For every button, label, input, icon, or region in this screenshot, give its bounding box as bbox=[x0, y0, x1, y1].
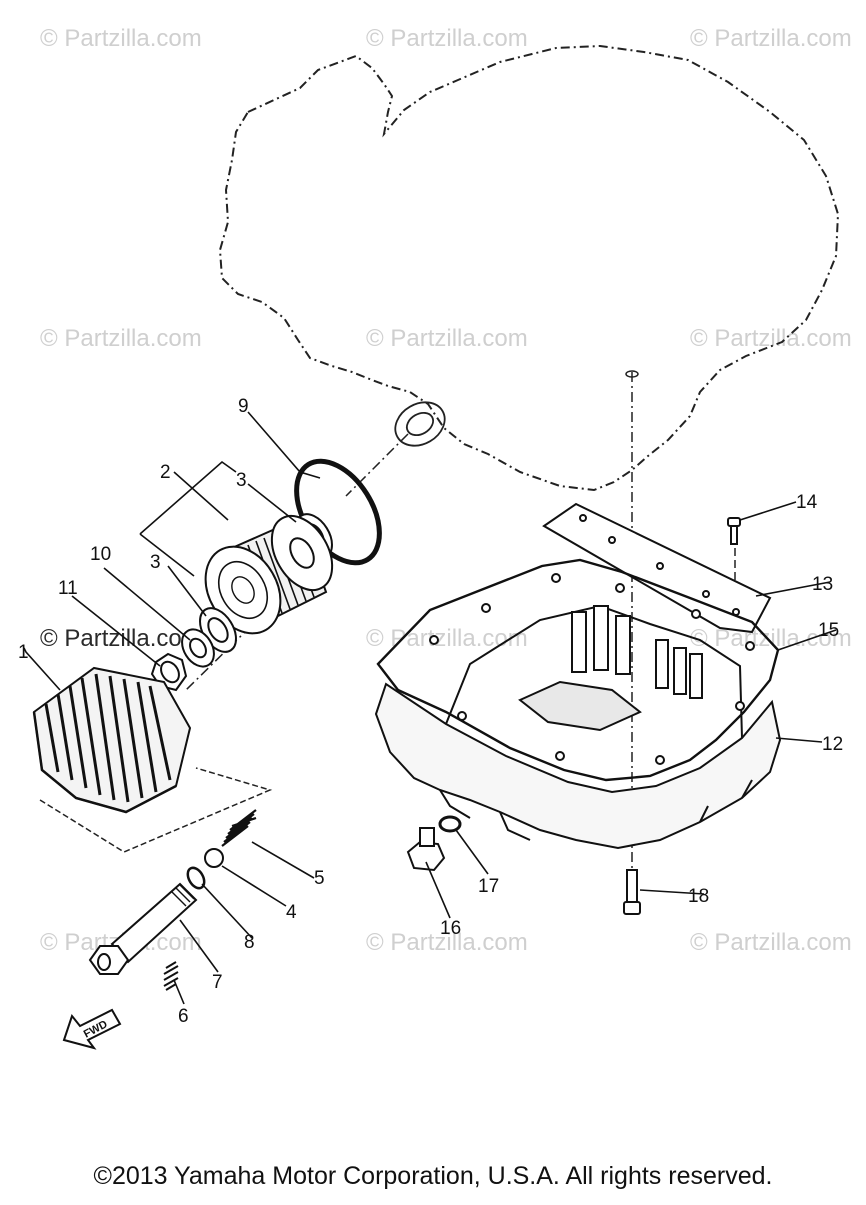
callout-6: 6 bbox=[178, 1006, 189, 1027]
union-bolt bbox=[88, 882, 198, 975]
oil-filter-case bbox=[32, 666, 192, 814]
baffle-plate bbox=[542, 502, 772, 634]
callout-labels: 1 2 3 3 4 5 6 7 8 9 10 11 12 13 14 15 16… bbox=[18, 396, 843, 1027]
bypass-spring bbox=[163, 961, 179, 991]
filter-mount bbox=[394, 401, 446, 447]
watermark: © Partzilla.com bbox=[690, 325, 852, 352]
spring-washer bbox=[181, 628, 215, 668]
callout-18: 18 bbox=[688, 886, 709, 907]
callout-1: 1 bbox=[18, 642, 29, 663]
callout-13: 13 bbox=[812, 574, 833, 595]
fwd-arrow: FWD bbox=[62, 1008, 122, 1050]
oil-filter-element bbox=[204, 515, 334, 635]
check-ball bbox=[204, 848, 224, 868]
bolt-hole-marker bbox=[625, 370, 639, 378]
callout-15: 15 bbox=[818, 620, 839, 641]
callout-9: 9 bbox=[238, 396, 249, 417]
watermark: © Partzilla.com bbox=[366, 325, 528, 352]
watermark: © Partzilla.com bbox=[40, 625, 202, 652]
relief-spring bbox=[221, 809, 257, 847]
copyright-notice: ©2013 Yamaha Motor Corporation, U.S.A. A… bbox=[93, 1162, 773, 1190]
callout-17: 17 bbox=[478, 876, 499, 897]
callout-16: 16 bbox=[440, 918, 461, 939]
watermark: © Partzilla.com bbox=[366, 25, 528, 52]
callout-4: 4 bbox=[286, 902, 297, 923]
drain-plug bbox=[406, 827, 446, 872]
watermark: © Partzilla.com bbox=[40, 325, 202, 352]
callout-8: 8 bbox=[244, 932, 255, 953]
callout-12: 12 bbox=[822, 734, 843, 755]
fwd-label: FWD bbox=[82, 1018, 110, 1040]
callout-3a: 3 bbox=[236, 470, 247, 491]
watermark: © Partzilla.com bbox=[366, 625, 528, 652]
callout-10: 10 bbox=[90, 544, 111, 565]
drain-gasket bbox=[438, 815, 462, 833]
engine-outline bbox=[218, 44, 840, 492]
watermark: © Partzilla.com bbox=[40, 25, 202, 52]
oil-pan-gasket bbox=[376, 558, 780, 782]
callout-14: 14 bbox=[796, 492, 818, 513]
assembly-bracket bbox=[39, 767, 273, 853]
leader-lines bbox=[23, 411, 837, 1005]
watermark: © Partzilla.com bbox=[690, 25, 852, 52]
oil-pan bbox=[374, 573, 782, 850]
callout-2: 2 bbox=[160, 462, 171, 483]
plate-screw bbox=[727, 517, 741, 545]
callout-5: 5 bbox=[314, 868, 325, 889]
filter-centerline bbox=[345, 433, 409, 497]
pan-bolt bbox=[623, 869, 641, 915]
callout-7: 7 bbox=[212, 972, 223, 993]
callout-11: 11 bbox=[58, 578, 78, 599]
watermark: © Partzilla.com bbox=[690, 625, 852, 652]
callout-3b: 3 bbox=[150, 552, 161, 573]
small-o-ring bbox=[186, 866, 206, 890]
watermark: © Partzilla.com bbox=[690, 929, 852, 956]
watermark: © Partzilla.com bbox=[366, 929, 528, 956]
